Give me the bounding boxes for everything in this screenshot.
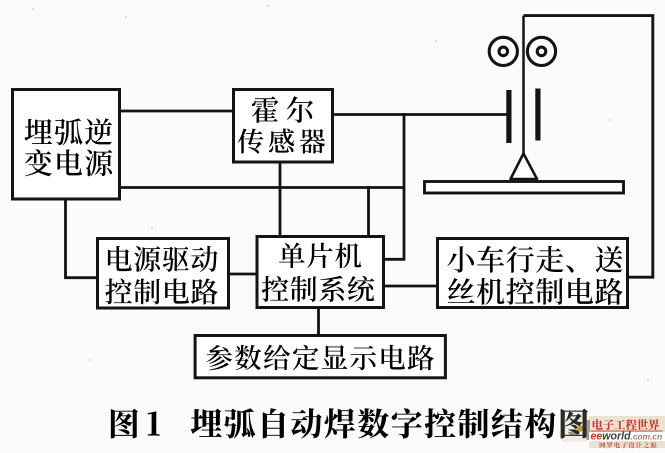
- svg-text:eeworld.com.cn: eeworld.com.cn: [591, 431, 663, 443]
